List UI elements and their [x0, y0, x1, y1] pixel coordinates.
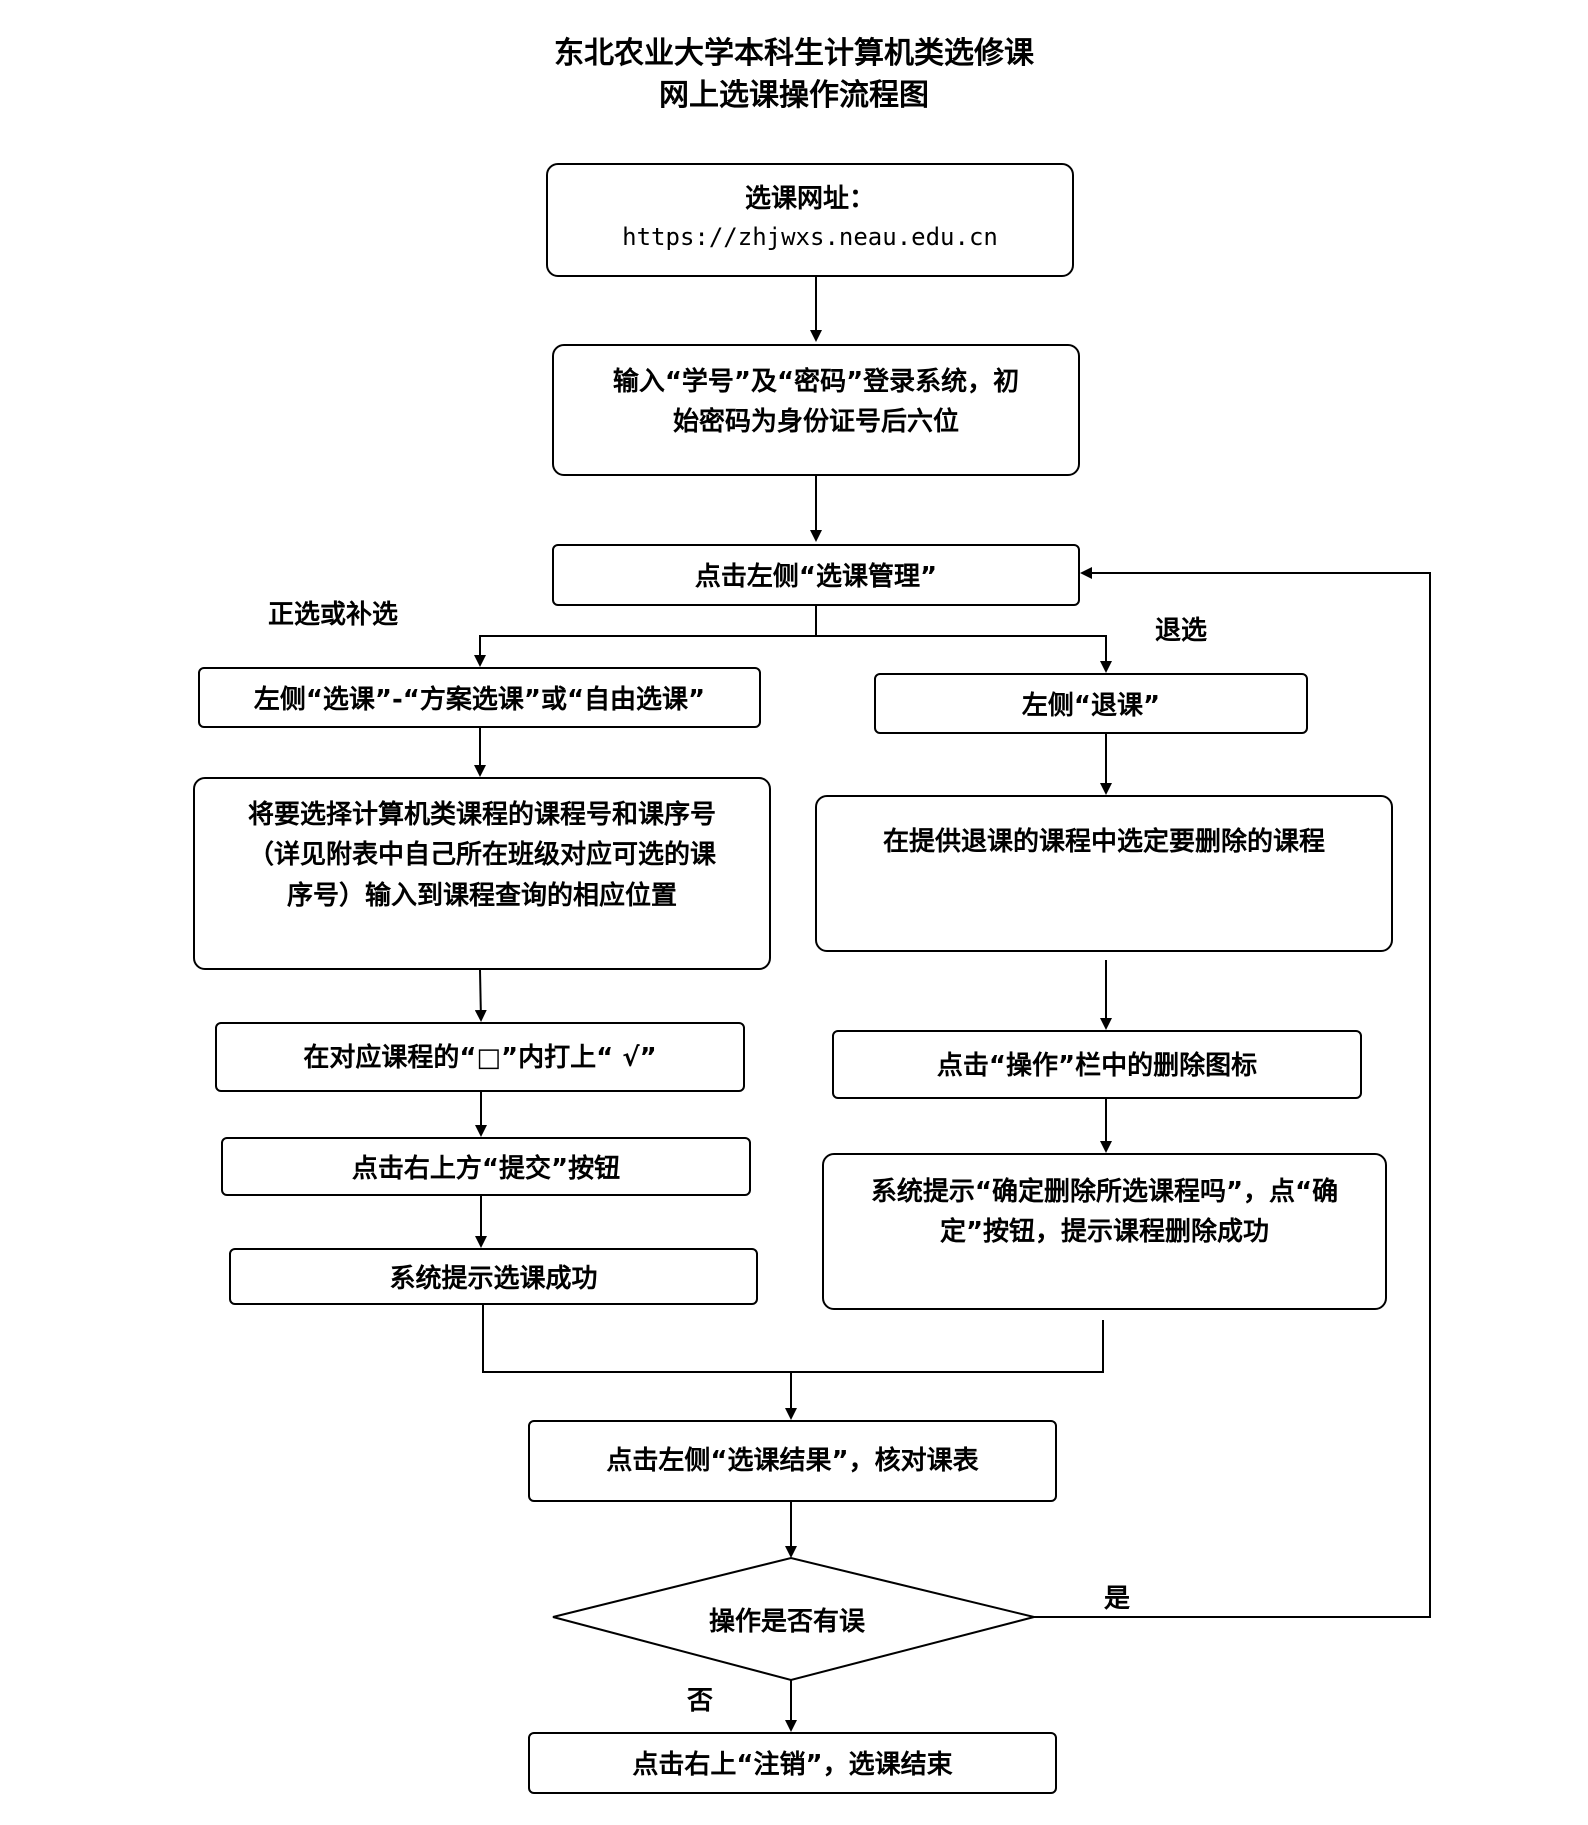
logout-text: 点击右上“注销”，选课结束 [632, 1750, 953, 1780]
right-confirm-line1: 系统提示“确定删除所选课程吗”，点“确 [870, 1177, 1339, 1207]
right-delete-box: 点击“操作”栏中的删除图标 [832, 1030, 1362, 1099]
manage-text: 点击左侧“选课管理” [694, 562, 938, 592]
yes-label: 是 [1104, 1584, 1131, 1614]
right-choose-text: 在提供退课的课程中选定要删除的课程 [882, 827, 1325, 857]
result-box: 点击左侧“选课结果”，核对课表 [528, 1420, 1057, 1502]
left-select-text: 左侧“选课”-“方案选课”或“自由选课” [253, 685, 706, 715]
decision-text: 操作是否有误 [709, 1607, 866, 1637]
branch-right-label: 退选 [1155, 616, 1208, 646]
result-text: 点击左侧“选课结果”，核对课表 [606, 1446, 979, 1476]
diagram-title-line1: 东北农业大学本科生计算机类选修课 [554, 36, 1034, 71]
logout-box: 点击右上“注销”，选课结束 [528, 1732, 1057, 1794]
decision-diamond [552, 1556, 1035, 1682]
right-delete-text: 点击“操作”栏中的删除图标 [936, 1051, 1258, 1081]
left-check-box: 在对应课程的“□”内打上“ √” [215, 1022, 745, 1092]
left-check-text: 在对应课程的“□”内打上“ √” [303, 1043, 657, 1073]
url-value: https://zhjwxs.neau.edu.cn [622, 223, 998, 252]
left-select-box: 左侧“选课”-“方案选课”或“自由选课” [198, 667, 761, 728]
left-input-line1: 将要选择计算机类课程的课程号和课序号 [247, 800, 716, 830]
login-text-line2: 始密码为身份证号后六位 [672, 407, 959, 438]
connector-left-merge [482, 1305, 1104, 1373]
manage-box: 点击左侧“选课管理” [552, 544, 1080, 606]
left-success-box: 系统提示选课成功 [229, 1248, 758, 1305]
right-choose-box: 在提供退课的课程中选定要删除的课程 [815, 795, 1393, 952]
login-box: 输入“学号”及“密码”登录系统，初 始密码为身份证号后六位 [552, 344, 1080, 476]
right-confirm-box: 系统提示“确定删除所选课程吗”，点“确 定”按钮，提示课程删除成功 [822, 1153, 1387, 1310]
right-drop-text: 左侧“退课” [1021, 691, 1161, 721]
left-submit-box: 点击右上方“提交”按钮 [221, 1137, 751, 1196]
left-success-text: 系统提示选课成功 [389, 1264, 598, 1294]
right-drop-box: 左侧“退课” [874, 673, 1308, 734]
left-input-line2: （详见附表中自己所在班级对应可选的课 [247, 840, 716, 871]
login-text-line1: 输入“学号”及“密码”登录系统，初 [612, 367, 1020, 397]
url-box: 选课网址： https://zhjwxs.neau.edu.cn [546, 163, 1074, 277]
connector-manage-split-right [816, 635, 1112, 673]
left-submit-text: 点击右上方“提交”按钮 [351, 1154, 621, 1184]
branch-left-label: 正选或补选 [268, 600, 399, 630]
left-input-line3: 序号）输入到课程查询的相应位置 [286, 880, 677, 911]
no-label: 否 [687, 1686, 714, 1716]
connector-manage-split [474, 606, 817, 667]
url-label: 选课网址： [744, 184, 875, 214]
connector-yes-loop [1034, 567, 1431, 1618]
left-input-box: 将要选择计算机类课程的课程号和课序号 （详见附表中自己所在班级对应可选的课 序号… [193, 777, 771, 970]
diagram-title-line2: 网上选课操作流程图 [659, 78, 929, 113]
right-confirm-line2: 定”按钮，提示课程删除成功 [939, 1217, 1270, 1248]
arrow-left2-to-left3 [474, 969, 487, 1022]
